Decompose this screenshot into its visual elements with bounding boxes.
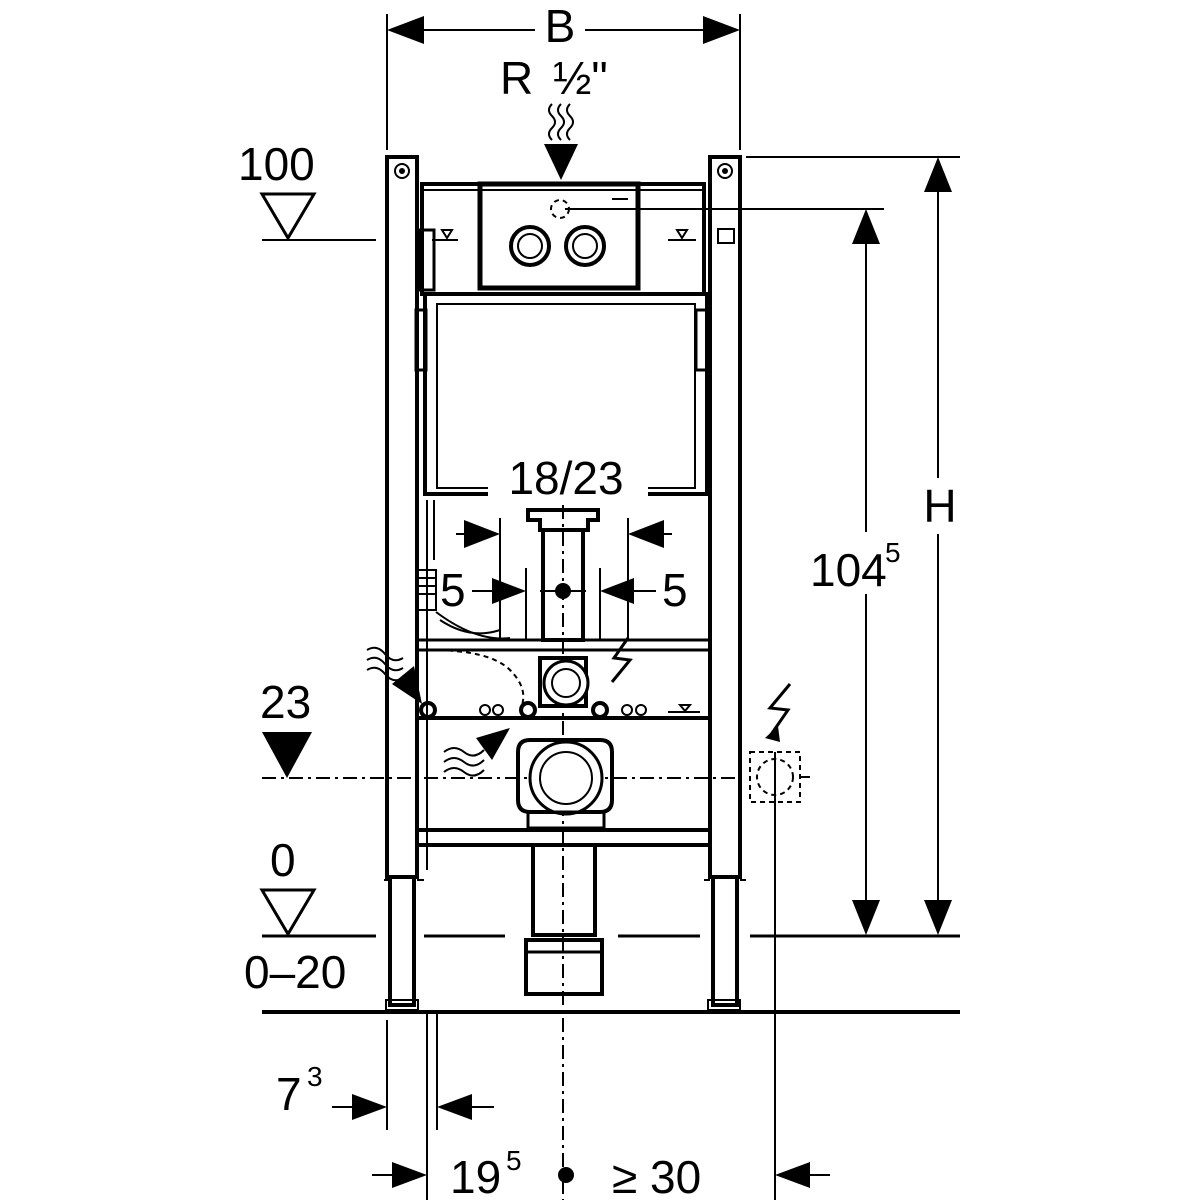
level-upper: 100 [238,138,376,241]
drain-pipe [516,738,614,996]
width-dimension: B [386,0,741,150]
floor-range-label: 0–20 [244,946,346,998]
arrow-icon [464,520,500,548]
arrow-icon [544,144,578,180]
supply-hoses [417,569,525,711]
arrow-icon [852,900,880,935]
offset-dimensions: 5 5 [440,564,688,640]
flush-pipe [526,505,600,1200]
arrow-icon [492,578,526,604]
width-label: B [545,0,576,52]
arrow-icon [352,1094,387,1120]
water-supply-icon [366,646,422,704]
water-supply-connection: R ½" [500,52,608,180]
arrow-icon [924,900,952,935]
drain-elbow [538,656,590,708]
electric-connection-icon [610,637,633,683]
arrow-icon [765,726,780,742]
pipe-spacing-dimension: 18/23 [456,452,672,640]
pipe-spacing-label: 18/23 [508,452,623,504]
supply-fraction-label: ½" [553,52,608,104]
frame-offset-label: 7 [276,1068,302,1120]
arrow-icon [392,1162,427,1188]
axis-distance-label: 19 [450,1151,501,1200]
cistern [414,181,884,496]
offset-right-label: 5 [662,564,688,616]
fixing-nuts [419,701,700,719]
axis-distance-dimension: 19 5 ≥ 30 [372,1145,830,1200]
axis-distance-sup: 5 [506,1145,522,1176]
supply-thread-label: R [500,52,533,104]
frame-offset-dimension: 7 3 [276,1010,494,1200]
axis-height-dimension: 104 5 [806,209,916,935]
level-lower-label: 0 [270,834,296,886]
arrow-icon [924,157,952,192]
water-supply-icon [443,728,510,777]
level-lower: 0 0–20 [244,834,960,998]
arrow-icon [387,16,424,44]
arrow-icon [852,209,880,244]
axis-height-label: 104 [810,544,887,596]
axis-height-sup: 5 [885,537,901,568]
electric-socket [749,683,810,1200]
level-marker-icon [259,192,317,241]
height-label: H [923,480,956,532]
arrow-icon [703,16,740,44]
arrow-icon [775,1162,810,1188]
arrow-icon [628,520,664,548]
min-distance-label: ≥ 30 [612,1151,701,1200]
level-supply: 23 [260,676,742,779]
level-supply-label: 23 [260,676,311,728]
level-marker-icon [262,732,312,778]
frame-post-right [707,155,742,1011]
level-marker-icon [259,888,317,937]
arrow-icon [476,728,510,760]
arrow-icon [600,578,634,604]
arrow-icon [392,666,422,704]
water-supply-icon [548,103,574,141]
offset-left-label: 5 [440,564,466,616]
arrow-icon [437,1094,472,1120]
frame-offset-sup: 3 [307,1061,323,1092]
frame-post-left [385,155,419,1011]
level-upper-label: 100 [238,138,315,190]
electric-connection-icon [767,683,792,737]
height-dimension: H [746,156,965,935]
